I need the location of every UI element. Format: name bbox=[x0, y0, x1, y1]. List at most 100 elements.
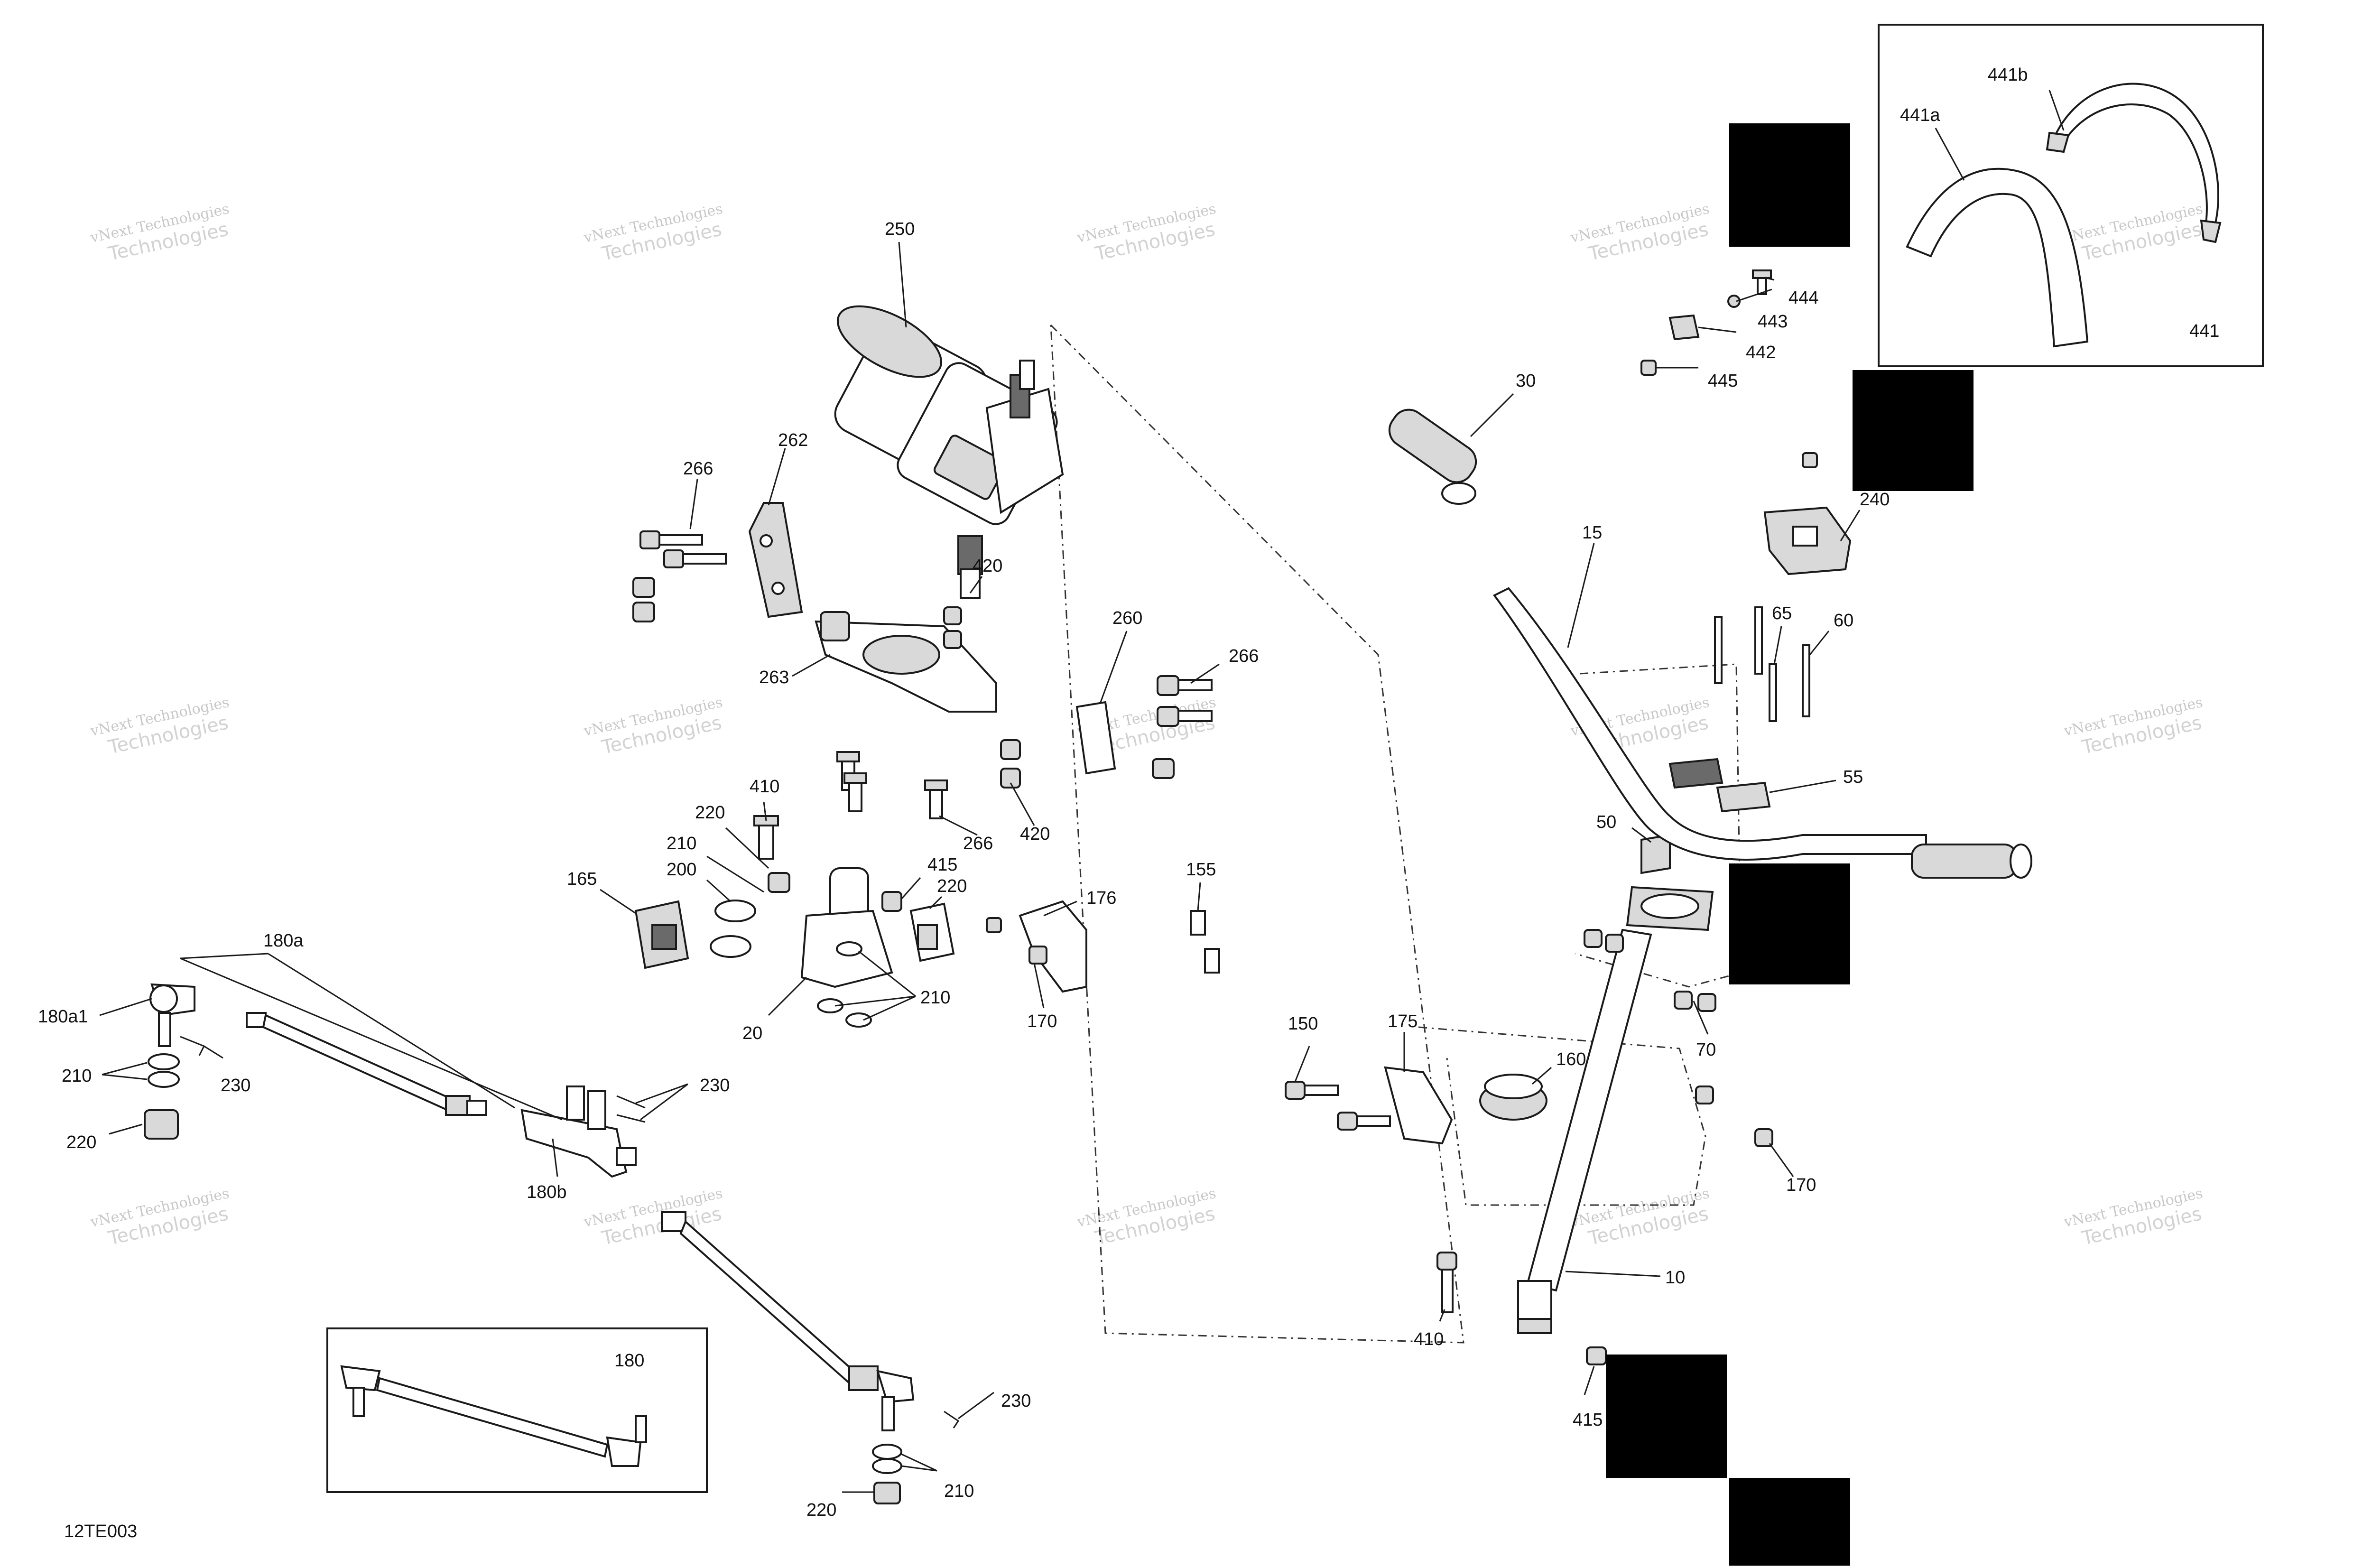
callout-420: 420 bbox=[1020, 824, 1050, 844]
callout-442: 442 bbox=[1746, 343, 1776, 362]
callout-165: 165 bbox=[567, 869, 597, 889]
callout-20: 20 bbox=[742, 1023, 762, 1043]
callout-180b: 180b bbox=[527, 1182, 567, 1202]
callout-441: 441 bbox=[2189, 321, 2219, 341]
inset-box-180 bbox=[326, 1327, 708, 1493]
callout-415: 415 bbox=[1573, 1410, 1603, 1430]
column-clamp-50 bbox=[1626, 834, 1714, 931]
steering-column-10 bbox=[1517, 928, 1652, 1334]
washers-200-210 bbox=[710, 900, 872, 1028]
redaction-block-2 bbox=[1853, 370, 1974, 491]
callout-250: 250 bbox=[885, 219, 915, 239]
callout-10: 10 bbox=[1665, 1268, 1685, 1288]
callout-210: 210 bbox=[667, 834, 696, 854]
upper-clamps-55 bbox=[1668, 606, 1810, 813]
steering-assembly-outline bbox=[1050, 324, 1464, 1344]
callout-230: 230 bbox=[700, 1076, 730, 1095]
callout-210: 210 bbox=[920, 988, 950, 1008]
callout-labels: 250 262 266 420 260 266 263 420 266 410 … bbox=[38, 65, 2219, 1520]
cover-441a bbox=[1906, 167, 2089, 348]
bushing-right bbox=[909, 902, 955, 962]
callout-263: 263 bbox=[759, 668, 789, 687]
tie-rod-inset bbox=[340, 1365, 647, 1467]
callout-170: 170 bbox=[1027, 1011, 1057, 1031]
callout-15: 15 bbox=[1582, 523, 1602, 543]
callout-444: 444 bbox=[1788, 288, 1818, 308]
handlebar-15 bbox=[1492, 587, 2032, 879]
fasteners-442-445 bbox=[1640, 269, 1818, 468]
callout-50: 50 bbox=[1596, 812, 1616, 832]
lower-fasteners bbox=[836, 606, 962, 819]
callout-220: 220 bbox=[937, 876, 967, 896]
callout-441b: 441b bbox=[1988, 65, 2028, 85]
callout-60: 60 bbox=[1834, 611, 1853, 631]
callout-176: 176 bbox=[1086, 888, 1116, 908]
callout-220: 220 bbox=[695, 803, 725, 823]
grip-30 bbox=[1388, 408, 1477, 505]
callout-70: 70 bbox=[1696, 1040, 1716, 1060]
callout-170: 170 bbox=[1786, 1175, 1816, 1195]
bracket-176 bbox=[986, 900, 1220, 993]
callout-230: 230 bbox=[1001, 1391, 1031, 1411]
power-steering-unit bbox=[834, 305, 1064, 599]
callout-410: 410 bbox=[750, 777, 779, 797]
mount-175-160 bbox=[1285, 1066, 1547, 1145]
diagram-code: 12TE003 bbox=[64, 1522, 137, 1541]
bracket-262 bbox=[748, 502, 803, 618]
inset-box-441 bbox=[1878, 24, 2264, 367]
callout-266: 266 bbox=[1229, 646, 1259, 666]
bolts-266-left bbox=[632, 530, 727, 622]
callout-210: 210 bbox=[62, 1066, 92, 1086]
callout-415: 415 bbox=[927, 855, 957, 875]
bushing-165 bbox=[634, 900, 689, 969]
callout-443: 443 bbox=[1758, 312, 1788, 332]
callout-155: 155 bbox=[1186, 860, 1216, 880]
callout-260: 260 bbox=[1112, 608, 1142, 628]
callout-410: 410 bbox=[1414, 1329, 1444, 1349]
callout-220: 220 bbox=[806, 1500, 836, 1520]
callout-200: 200 bbox=[667, 860, 696, 880]
redaction-block-5 bbox=[1729, 1478, 1850, 1566]
callout-180a: 180a bbox=[263, 931, 304, 951]
callout-175: 175 bbox=[1388, 1011, 1418, 1031]
tie-rod-center-180b bbox=[520, 1086, 637, 1178]
callout-160: 160 bbox=[1556, 1049, 1586, 1069]
callout-180: 180 bbox=[614, 1351, 644, 1371]
callout-240: 240 bbox=[1860, 490, 1890, 510]
callout-266: 266 bbox=[963, 834, 993, 854]
callout-150: 150 bbox=[1288, 1014, 1318, 1034]
pivot-housing-20 bbox=[753, 815, 902, 988]
bracket-263 bbox=[815, 611, 997, 713]
callout-220: 220 bbox=[66, 1132, 96, 1152]
strap-441b bbox=[2046, 83, 2222, 243]
tie-rod-right bbox=[661, 1211, 915, 1504]
callout-262: 262 bbox=[778, 430, 808, 450]
callout-65: 65 bbox=[1772, 603, 1792, 623]
nuts-70-170 bbox=[1584, 929, 1773, 1147]
leader-lines bbox=[99, 90, 2065, 1493]
bracket-260 bbox=[1000, 675, 1213, 789]
bolt-410-415-lower bbox=[1436, 1252, 1607, 1365]
callout-55: 55 bbox=[1843, 767, 1863, 787]
callout-445: 445 bbox=[1708, 371, 1738, 391]
callout-266: 266 bbox=[683, 459, 713, 479]
redaction-blocks bbox=[1606, 123, 1974, 1566]
switch-240 bbox=[1763, 506, 1852, 575]
callout-420: 420 bbox=[973, 556, 1002, 576]
callout-210: 210 bbox=[944, 1481, 974, 1501]
redaction-block-1 bbox=[1729, 123, 1850, 247]
